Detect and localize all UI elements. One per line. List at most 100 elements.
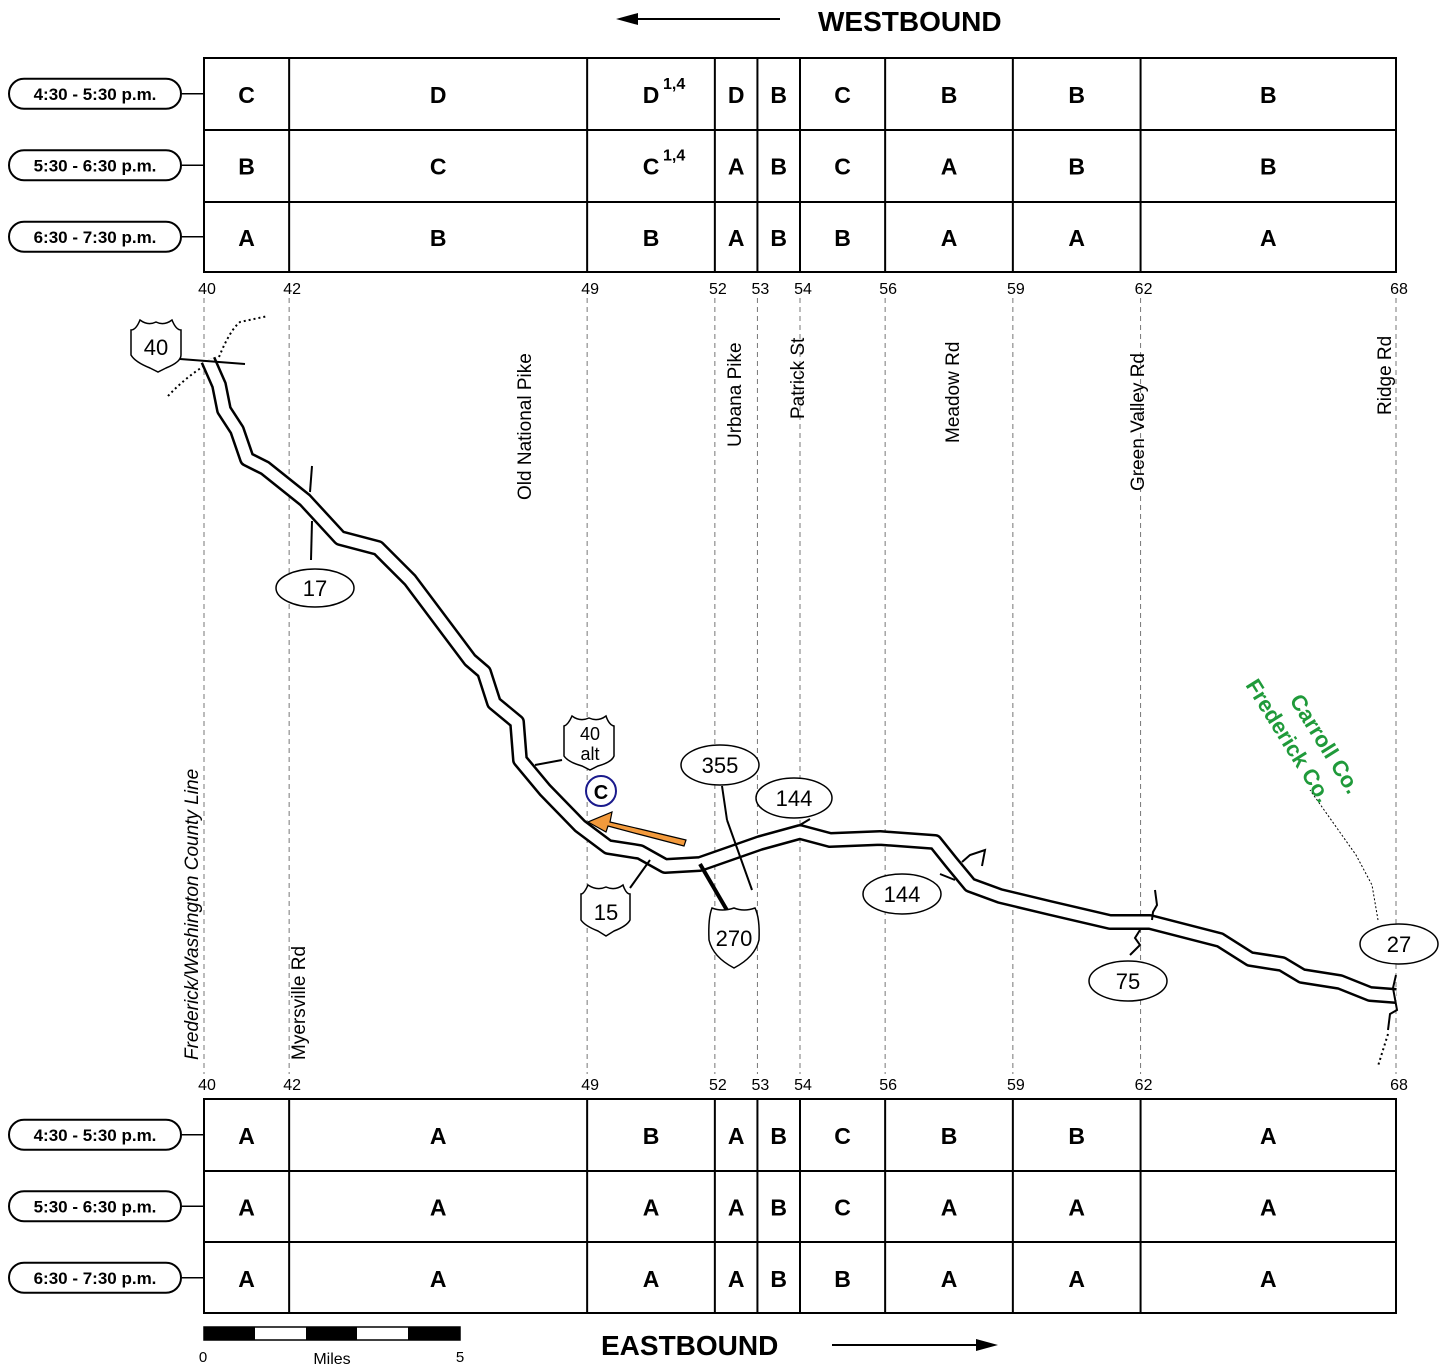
wb-los-cell: D [728, 82, 745, 108]
eastbound-header: EASTBOUND [601, 1330, 998, 1361]
eb-los-cell: A [728, 1194, 745, 1220]
crossroad-meadow-rd: Meadow Rd [943, 342, 964, 443]
eb-los-cell: B [770, 1123, 787, 1149]
eb-los-cell: A [238, 1123, 255, 1149]
wb-time-period-text: 5:30 - 6:30 p.m. [34, 156, 157, 175]
milepost-label: 68 [1390, 1077, 1408, 1094]
eb-los-cell: B [770, 1194, 787, 1220]
eb-los-cell: A [1068, 1266, 1085, 1292]
md27-shield-icon: 27 [1359, 923, 1439, 965]
svg-text:17: 17 [303, 576, 327, 601]
wb-time-period-text: 4:30 - 5:30 p.m. [34, 85, 157, 104]
md144-north-shield-icon: 144 [755, 777, 833, 819]
wb-los-cell: C [834, 153, 851, 179]
scale-start: 0 [199, 1349, 207, 1366]
wb-time-period-text: 6:30 - 7:30 p.m. [34, 228, 157, 247]
svg-text:270: 270 [716, 926, 753, 951]
wb-los-cell: A [941, 153, 958, 179]
eb-los-cell: A [238, 1194, 255, 1220]
scale-end: 5 [456, 1349, 464, 1366]
eb-los-cell: A [941, 1194, 958, 1220]
eb-los-cell: A [1260, 1123, 1277, 1149]
md75-shield-icon: 75 [1088, 960, 1168, 1002]
eb-los-cell: C [834, 1194, 851, 1220]
wb-los-cell: B [430, 225, 447, 251]
milepost-label: 40 [198, 281, 216, 298]
eb-los-cell: A [1068, 1194, 1085, 1220]
scale-unit: Miles [313, 1351, 350, 1366]
eb-los-cell: B [941, 1123, 958, 1149]
crossroad-myersville: Myersville Rd [289, 946, 310, 1060]
svg-text:15: 15 [594, 900, 618, 925]
milepost-label: 49 [581, 1077, 599, 1094]
cross-roads [167, 315, 1399, 1067]
eb-los-cell: A [643, 1266, 660, 1292]
crossroad-county-line: Frederick/Washington County Line [182, 769, 203, 1060]
wb-los-cell: B [1260, 82, 1277, 108]
scale-bar: 0 Miles 5 [199, 1326, 464, 1366]
wb-time-period-label [8, 220, 182, 253]
md17-shield-icon: 17 [275, 568, 355, 608]
eb-los-cell: A [238, 1266, 255, 1292]
route-shields: 40 40 alt 17 355 144 144 1 [130, 318, 1439, 1002]
eb-time-period-label [8, 1190, 182, 1223]
wb-los-cell: A [1260, 225, 1277, 251]
milepost-label: 53 [752, 1077, 770, 1094]
westbound-header: WESTBOUND [616, 6, 1002, 37]
eb-los-cell: A [941, 1266, 958, 1292]
wb-los-cell: B [770, 225, 787, 251]
wb-los-cell: B [770, 82, 787, 108]
md355-shield-icon: 355 [680, 744, 760, 786]
milepost-label: 49 [581, 281, 599, 298]
milepost-label: 68 [1390, 281, 1408, 298]
svg-text:355: 355 [702, 753, 739, 778]
wb-footnote: 1,4 [663, 147, 685, 164]
wb-los-cell: A [728, 153, 745, 179]
svg-text:C: C [594, 782, 608, 804]
wb-los-cell: C [834, 82, 851, 108]
milepost-label: 56 [879, 1077, 897, 1094]
milepost-label: 59 [1007, 1077, 1025, 1094]
eb-los-cell: A [1260, 1194, 1277, 1220]
wb-los-cell: A [1068, 225, 1085, 251]
wb-los-cell: B [834, 225, 851, 251]
wb-los-cell: B [941, 82, 958, 108]
eb-los-cell: A [1260, 1266, 1277, 1292]
eb-time-period-text: 5:30 - 6:30 p.m. [34, 1197, 157, 1216]
md144-south-shield-icon: 144 [862, 873, 942, 915]
milepost-label: 62 [1135, 281, 1153, 298]
eb-los-cell: A [728, 1266, 745, 1292]
eb-los-cell: B [770, 1266, 787, 1292]
milepost-label: 40 [198, 1077, 216, 1094]
svg-text:27: 27 [1387, 932, 1411, 957]
wb-los-cell: C [430, 153, 447, 179]
svg-text:144: 144 [776, 786, 813, 811]
wb-los-cell: B [1068, 82, 1085, 108]
crossroad-urbana-pike: Urbana Pike [725, 342, 746, 447]
milepost-label: 42 [283, 281, 301, 298]
eb-time-period-text: 4:30 - 5:30 p.m. [34, 1126, 157, 1145]
eb-los-cell: A [643, 1194, 660, 1220]
milepost-label: 62 [1135, 1077, 1153, 1094]
wb-los-cell: D [643, 82, 660, 108]
milepost-label: 52 [709, 1077, 727, 1094]
wb-los-cell: B [1260, 153, 1277, 179]
eb-los-cell: A [430, 1123, 447, 1149]
svg-text:alt: alt [580, 744, 599, 764]
milepost-label: 56 [879, 281, 897, 298]
crossroad-labels: Frederick/Washington County Line Myersvi… [182, 336, 1396, 1060]
us15-shield-icon: 15 [580, 883, 631, 937]
wb-time-period-label [8, 149, 182, 182]
eastbound-title: EASTBOUND [601, 1330, 778, 1361]
mainline-roadway [200, 356, 1397, 1004]
svg-text:144: 144 [884, 882, 921, 907]
eb-los-cell: B [834, 1266, 851, 1292]
wb-los-cell: C [238, 82, 255, 108]
wb-los-cell: B [770, 153, 787, 179]
svg-text:40: 40 [144, 335, 168, 360]
